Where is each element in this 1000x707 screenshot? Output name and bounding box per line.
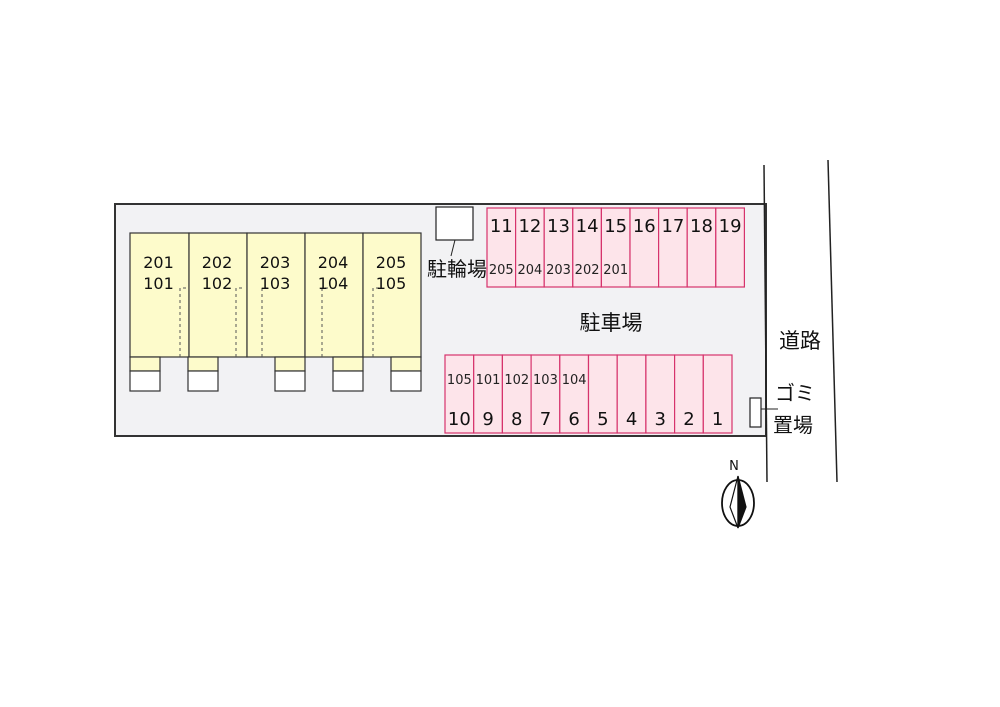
unit-number-lower: 104 (318, 274, 349, 293)
unit-number-lower: 105 (376, 274, 407, 293)
unit-entrance (390, 356, 422, 372)
unit-entrance (332, 356, 364, 372)
unit-number-lower: 102 (202, 274, 233, 293)
parking-assigned-room: 201 (603, 263, 628, 278)
parking-assigned-room: 103 (533, 373, 558, 388)
parking-number: 1 (712, 409, 723, 430)
unit-number-upper: 203 (260, 253, 291, 272)
parking-number: 12 (518, 216, 541, 237)
parking-space: 18 (686, 207, 717, 288)
parking-space: 11 205 (486, 207, 517, 288)
unit-number-upper: 204 (318, 253, 349, 272)
parking-assigned-room: 202 (575, 263, 600, 278)
unit-entrance (129, 356, 161, 372)
bicycle-parking-pointer (450, 239, 456, 257)
parking-space: 6 104 (559, 354, 590, 434)
parking-space: 15 201 (600, 207, 631, 288)
parking-space: 7 103 (530, 354, 561, 434)
parking-number: 14 (576, 216, 599, 237)
road-edge-right (827, 159, 838, 483)
parking-number: 9 (482, 409, 493, 430)
parking-number: 2 (683, 409, 694, 430)
parking-number: 7 (540, 409, 551, 430)
parking-assigned-room: 101 (476, 373, 501, 388)
parking-assigned-room: 105 (447, 373, 472, 388)
garbage-label-line1: ゴミ (775, 381, 815, 405)
north-arrow-icon (721, 475, 755, 529)
garbage-area-box (749, 397, 762, 428)
parking-assigned-room: 102 (504, 373, 529, 388)
garbage-label-line2: 置場 (773, 413, 813, 437)
parking-number: 18 (690, 216, 713, 237)
unit-step (129, 370, 161, 392)
parking-assigned-room: 205 (489, 263, 514, 278)
parking-number: 15 (604, 216, 627, 237)
parking-number: 13 (547, 216, 570, 237)
parking-number: 11 (490, 216, 513, 237)
parking-assigned-room: 104 (562, 373, 587, 388)
road-edge-left (763, 164, 768, 483)
parking-space: 19 (715, 207, 745, 288)
parking-number: 4 (626, 409, 637, 430)
parking-space: 14 202 (572, 207, 602, 288)
parking-space: 3 (645, 354, 676, 434)
unit-step (187, 370, 219, 392)
parking-number: 16 (633, 216, 656, 237)
parking-number: 10 (448, 409, 471, 430)
parking-space: 4 (616, 354, 647, 434)
parking-number: 8 (511, 409, 522, 430)
road-label: 道路 (779, 329, 821, 353)
parking-number: 5 (597, 409, 608, 430)
parking-space: 2 (673, 354, 704, 434)
parking-space: 5 (587, 354, 618, 434)
parking-assigned-room: 204 (517, 263, 542, 278)
parking-space: 8 102 (501, 354, 532, 434)
unit-number-upper: 205 (376, 253, 407, 272)
bicycle-parking-label: 駐輪場 (427, 257, 487, 281)
bicycle-parking-box (435, 206, 474, 241)
parking-space: 12 204 (514, 207, 545, 288)
parking-number: 6 (568, 409, 579, 430)
unit-number-lower: 101 (143, 274, 174, 293)
unit-step (390, 370, 422, 392)
unit-step (274, 370, 306, 392)
unit-step (332, 370, 364, 392)
unit-entrance (187, 356, 219, 372)
parking-space: 1 (702, 354, 733, 434)
parking-number: 19 (719, 216, 742, 237)
unit-entrance (274, 356, 306, 372)
parking-space: 16 (629, 207, 660, 288)
parking-assigned-room: 203 (546, 263, 571, 278)
unit-number-upper: 202 (202, 253, 233, 272)
parking-number: 17 (661, 216, 684, 237)
parking-space: 17 (657, 207, 688, 288)
parking-space: 10 105 (444, 354, 475, 434)
north-label: N (729, 459, 739, 474)
parking-space: 9 101 (473, 354, 504, 434)
car-parking-label: 駐車場 (580, 311, 643, 335)
parking-number: 3 (655, 409, 666, 430)
unit-number-upper: 201 (143, 253, 174, 272)
unit-number-lower: 103 (260, 274, 291, 293)
parking-space: 13 203 (543, 207, 574, 288)
